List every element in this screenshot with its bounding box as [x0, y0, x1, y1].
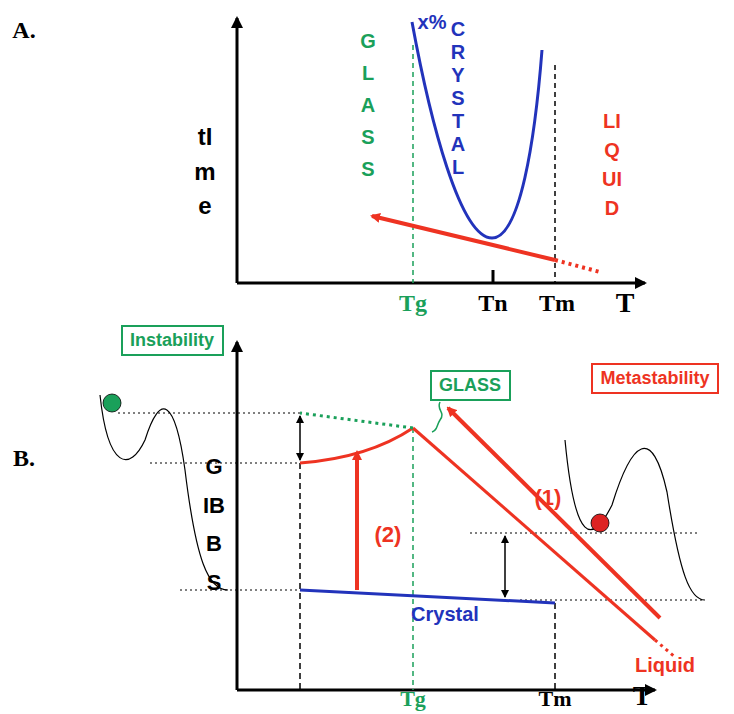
axis-tick-label: Tg — [400, 686, 426, 712]
curve-label: x% — [418, 11, 447, 34]
panel-letter: B. — [13, 445, 35, 472]
axis-title: tIme — [193, 120, 217, 224]
state-box: Metastability — [591, 363, 719, 394]
region-label: LIQUID — [602, 107, 622, 223]
arrow-label: (1) — [535, 485, 562, 511]
axis-title: GIBBS — [203, 448, 225, 602]
axis-tick-label: Tm — [539, 686, 572, 712]
region-label: GLASS — [358, 25, 378, 185]
curve-label: Crystal — [411, 603, 479, 626]
panel-letter: A. — [12, 17, 35, 44]
box-text: Metastability — [600, 368, 709, 389]
axis-title: T — [633, 680, 652, 712]
axis-tick-label: Tg — [399, 290, 427, 317]
state-box: GLASS — [430, 370, 511, 401]
region-label: CRYSTAL — [448, 18, 468, 179]
axis-tick-label: Tm — [539, 290, 575, 317]
state-box: Instability — [121, 325, 224, 356]
arrow-label: (2) — [375, 522, 402, 548]
axis-title: T — [616, 287, 635, 319]
box-text: GLASS — [439, 375, 501, 396]
axis-tick-label: Tn — [478, 290, 507, 317]
curve-label: Liquid — [635, 654, 695, 677]
box-text: Instability — [130, 330, 214, 351]
